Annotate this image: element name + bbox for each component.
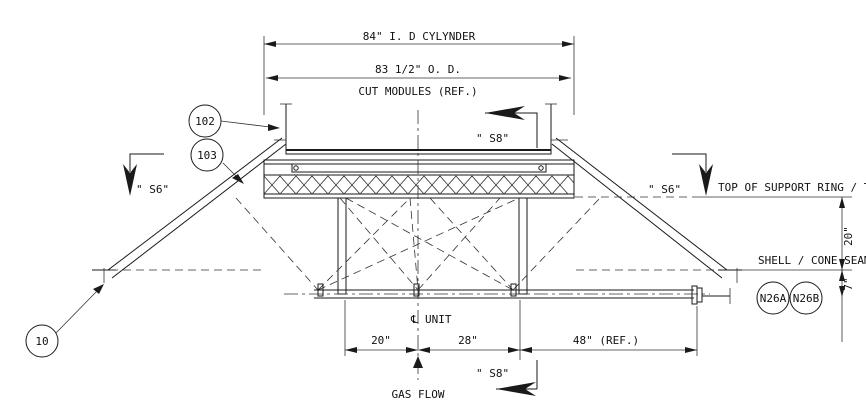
- callout-n26a: N26A: [760, 292, 787, 305]
- dim-od-text: 83 1/2" O. D.: [375, 63, 461, 76]
- callout-10-text: 10: [35, 335, 48, 348]
- dim-id-cylinder-text: 84" I. D CYLYNDER: [363, 30, 476, 43]
- section-s8-bottom-label: " S8": [476, 367, 509, 380]
- dim-20-right: 20": [842, 226, 855, 246]
- dim-20-bottom: 20": [371, 334, 391, 347]
- section-s8-top-label: " S8": [476, 132, 509, 145]
- cut-modules-text: CUT MODULES (REF.): [358, 85, 477, 98]
- shell-cone-seam-label: SHELL / CONE SEAM: [758, 254, 866, 267]
- dim-7-right: 7": [842, 277, 855, 290]
- centerline: ℄ UNIT: [410, 110, 452, 380]
- cone-walls: [92, 137, 742, 283]
- gas-flow: GAS FLOW: [392, 356, 445, 401]
- dim-od: 83 1/2" O. D. CUT MODULES (REF.): [266, 63, 571, 98]
- section-s8-bottom: " S8": [476, 360, 538, 396]
- dim-id-cylinder: 84" I. D CYLYNDER: [263, 30, 575, 115]
- dim-28-bottom: 28": [458, 334, 478, 347]
- top-support-label: TOP OF SUPPORT RING / TEE: [718, 181, 866, 194]
- callout-102: 102: [188, 104, 280, 138]
- nozzle-callouts: N26A N26B: [756, 281, 823, 315]
- section-s6-right-label: " S6": [648, 183, 681, 196]
- dim-right-vertical: 20" 7": [839, 197, 855, 342]
- callout-n26b: N26B: [793, 292, 820, 305]
- gas-flow-label: GAS FLOW: [392, 388, 445, 401]
- diagonal-bracing: [235, 197, 601, 291]
- callout-102-text: 102: [195, 115, 215, 128]
- nozzle-pipe: [284, 283, 731, 305]
- callout-103: 103: [190, 138, 244, 184]
- section-s6-left: " S6": [123, 153, 169, 196]
- section-s6-left-label: " S6": [136, 183, 169, 196]
- callout-103-text: 103: [197, 149, 217, 162]
- callout-10: 10: [25, 284, 104, 358]
- support-ring: [263, 159, 575, 199]
- dim-bottom: 20" 28" 48" (REF.): [344, 300, 698, 360]
- reference-lines: TOP OF SUPPORT RING / TEE SHELL / CONE S…: [110, 181, 866, 271]
- section-s6-right: " S6": [648, 153, 713, 196]
- centerline-symbol: ℄: [410, 313, 418, 326]
- centerline-label: UNIT: [425, 313, 452, 326]
- cut-module-outline: [274, 103, 568, 155]
- dim-48-bottom: 48" (REF.): [573, 334, 639, 347]
- section-s8-top: " S8": [476, 106, 538, 148]
- gas-flow-arrow-icon: [413, 356, 423, 368]
